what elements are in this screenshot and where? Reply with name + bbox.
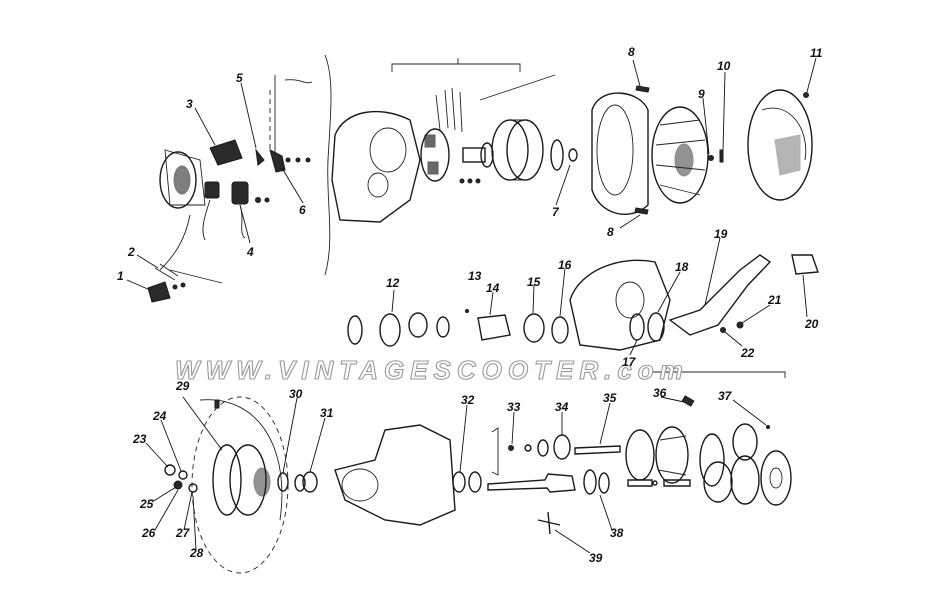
callout-7: 7 <box>552 205 560 219</box>
callout-34: 34 <box>555 400 569 414</box>
callout-12: 12 <box>386 276 400 290</box>
callout-31: 31 <box>320 406 334 420</box>
callout-21: 21 <box>767 293 782 307</box>
callout-29: 29 <box>175 379 190 393</box>
callout-26: 26 <box>141 526 156 540</box>
watermark-text: WWW.VINTAGESCOOTER.com <box>175 355 689 385</box>
callout-2: 2 <box>127 245 135 259</box>
callout-6: 6 <box>299 203 306 217</box>
callout-25: 25 <box>139 497 154 511</box>
callout-30: 30 <box>289 387 303 401</box>
callout-33: 33 <box>507 400 521 414</box>
callout-14: 14 <box>486 281 500 295</box>
callout-22: 22 <box>740 346 755 360</box>
callout-36: 36 <box>653 386 667 400</box>
callout-27: 27 <box>175 526 191 540</box>
divider-line <box>650 371 786 378</box>
callout-20: 20 <box>804 317 819 331</box>
callout-32: 32 <box>461 393 475 407</box>
callout-4: 4 <box>246 245 254 259</box>
callout-leaders <box>126 57 817 554</box>
callout-8-bottom: 8 <box>607 225 614 239</box>
callout-28: 28 <box>189 546 204 560</box>
callout-labels: 1 2 3 4 5 6 7 8 8 9 10 11 12 13 14 15 16… <box>117 45 823 565</box>
callout-5: 5 <box>236 71 243 85</box>
fan-group <box>591 85 813 215</box>
callout-1: 1 <box>117 269 124 283</box>
callout-38: 38 <box>610 526 624 540</box>
callout-10: 10 <box>717 59 731 73</box>
callout-24: 24 <box>152 409 167 423</box>
callout-18: 18 <box>675 260 689 274</box>
callout-39: 39 <box>589 551 603 565</box>
callout-37: 37 <box>718 389 733 403</box>
callout-35: 35 <box>603 391 617 405</box>
callout-16: 16 <box>558 258 572 272</box>
electrical-group <box>147 54 332 303</box>
callout-13: 13 <box>468 269 482 283</box>
callout-15: 15 <box>527 275 541 289</box>
callout-8-top: 8 <box>628 45 635 59</box>
callout-19: 19 <box>714 227 728 241</box>
kickstart-group <box>347 254 819 351</box>
rear-hub-group <box>164 395 792 574</box>
callout-23: 23 <box>132 432 147 446</box>
callout-3: 3 <box>186 97 193 111</box>
callout-17: 17 <box>622 355 637 369</box>
callout-11: 11 <box>810 46 823 60</box>
callout-9: 9 <box>698 87 705 101</box>
flywheel-group <box>331 58 578 223</box>
